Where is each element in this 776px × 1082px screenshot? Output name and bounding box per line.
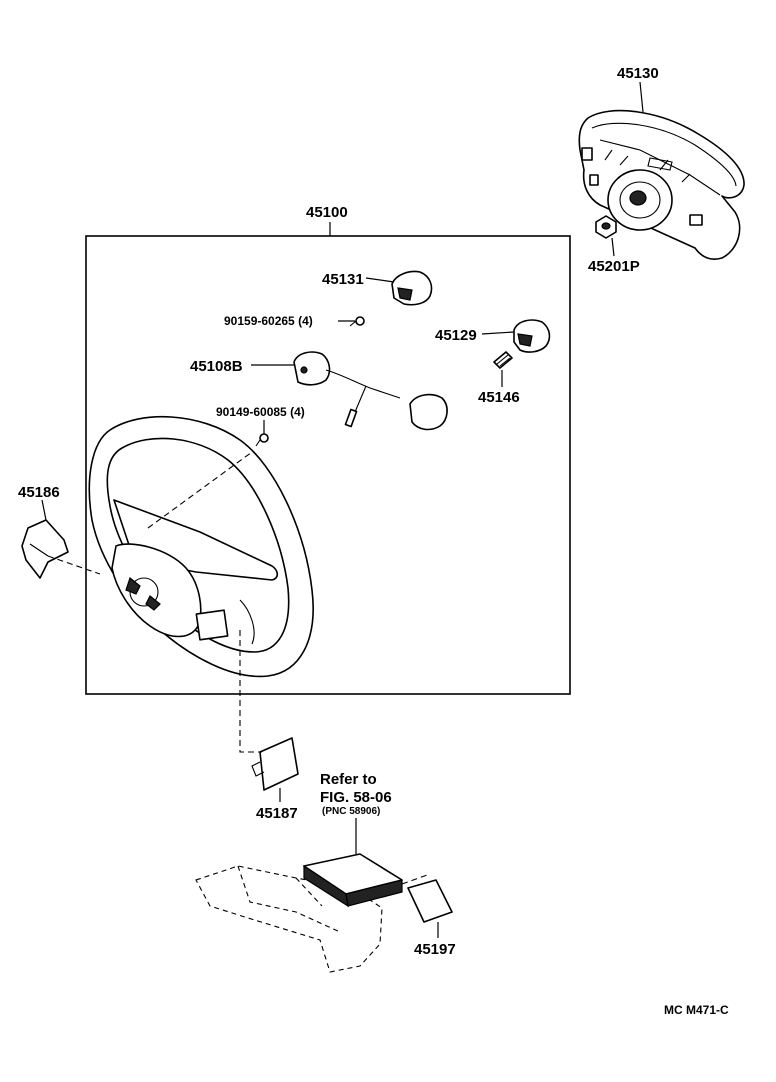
leader-45186 [41, 499, 47, 521]
cover-45197[interactable] [407, 879, 453, 923]
nut-45201p[interactable] [595, 215, 617, 239]
leader-45130 [639, 81, 644, 113]
lower-cover-45187[interactable] [251, 737, 299, 791]
reference-line-3: (PNC 58906) [322, 806, 380, 817]
reference-pad[interactable] [303, 853, 403, 908]
spring-45146[interactable] [493, 351, 513, 369]
steering-wheel[interactable] [88, 415, 314, 678]
airbag-module-45130[interactable] [578, 109, 745, 260]
label-45146: 45146 [478, 389, 520, 406]
label-45197: 45197 [414, 941, 456, 958]
dash-leader-45187 [239, 630, 262, 753]
reference-line-2: FIG. 58-06 [320, 789, 392, 806]
screw-90159-60265[interactable] [349, 316, 365, 327]
dash-leader-45197 [401, 873, 431, 885]
label-90149-60085: 90149-60085 (4) [216, 405, 305, 419]
switch-cover-45131[interactable] [391, 270, 433, 306]
label-45129: 45129 [435, 327, 477, 344]
label-90159-60265: 90159-60265 (4) [224, 314, 313, 328]
label-45201p: 45201P [588, 258, 640, 275]
leader-45201p [611, 237, 615, 257]
horn-button-45108b[interactable] [293, 351, 448, 431]
label-45130: 45130 [617, 65, 659, 82]
label-45187: 45187 [256, 805, 298, 822]
leader-45129 [481, 331, 515, 335]
dash-leader-screw [147, 451, 253, 529]
label-45186: 45186 [18, 484, 60, 501]
label-45131: 45131 [322, 271, 364, 288]
switch-cover-45129[interactable] [513, 319, 551, 353]
label-45108b: 45108B [190, 358, 243, 375]
lower-cover-45186[interactable] [21, 519, 69, 579]
leader-45131 [365, 277, 395, 283]
screw-90149-60085[interactable] [255, 433, 269, 447]
column-cover-reference-outline [195, 865, 383, 973]
label-45100: 45100 [306, 204, 348, 221]
figure-code: MC M471-C [664, 1003, 729, 1017]
reference-line-1: Refer to [320, 771, 377, 788]
assembly-box-45100 [85, 235, 571, 695]
dash-leader-45186 [47, 555, 101, 575]
